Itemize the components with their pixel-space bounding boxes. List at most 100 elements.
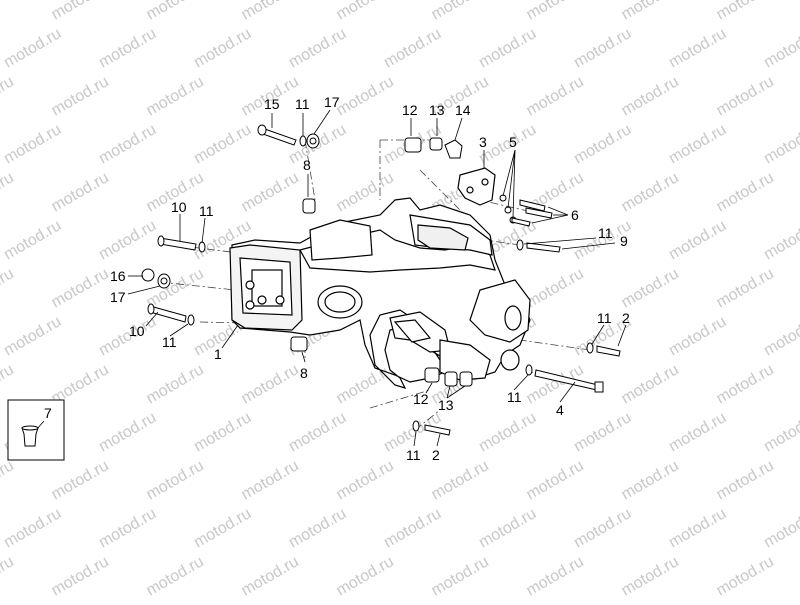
callout-8: 8 (300, 365, 308, 381)
watermark-text: motod.ru (666, 217, 729, 263)
bushing-icon (21, 427, 39, 447)
callout-4: 4 (556, 402, 564, 418)
watermark-text: motod.ru (761, 409, 800, 455)
callout-7: 7 (44, 405, 52, 421)
callout-17: 17 (110, 289, 126, 305)
watermark-text: motod.ru (619, 169, 682, 215)
callout-6: 6 (571, 207, 579, 223)
watermark-text: motod.ru (524, 553, 587, 599)
watermark-text: motod.ru (619, 0, 682, 23)
watermark-text: motod.ru (761, 505, 800, 551)
watermark-text: motod.ru (714, 361, 777, 407)
watermark-text: motod.ru (619, 361, 682, 407)
watermark-text: motod.ru (524, 73, 587, 119)
watermark-text: motod.ru (429, 457, 492, 503)
watermark-text: motod.ru (191, 121, 254, 167)
callout-11: 11 (597, 310, 612, 326)
watermark-text: motod.ru (286, 505, 349, 551)
watermark-text: motod.ru (144, 361, 207, 407)
callout-9: 9 (620, 233, 628, 249)
watermark-text: motod.ru (429, 0, 492, 23)
watermark-text: motod.ru (144, 553, 207, 599)
callout-15: 15 (264, 96, 280, 112)
watermark-text: motod.ru (286, 25, 349, 71)
watermark-text: motod.ru (0, 457, 17, 503)
watermark-text: motod.ru (49, 457, 112, 503)
watermark-text: motod.ru (1, 217, 64, 263)
watermark-text: motod.ru (714, 265, 777, 311)
watermark-text: motod.ru (144, 457, 207, 503)
watermark-text: motod.ru (49, 265, 112, 311)
callout-5: 5 (509, 134, 517, 150)
callout-3: 3 (479, 134, 487, 150)
watermark-text: motod.ru (96, 505, 159, 551)
watermark-text: motod.ru (476, 505, 539, 551)
callout-8: 8 (303, 157, 311, 173)
callout-12: 12 (413, 391, 429, 407)
watermark-text: motod.ru (1, 25, 64, 71)
watermark-text: motod.ru (571, 25, 634, 71)
fasteners (141, 124, 621, 436)
watermark-text: motod.ru (619, 553, 682, 599)
callout-10: 10 (171, 199, 187, 215)
watermark-text: motod.ru (666, 121, 729, 167)
watermark-text: motod.ru (96, 313, 159, 359)
callout-17: 17 (324, 94, 340, 110)
callout-16: 16 (110, 268, 126, 284)
watermark-text: motod.ru (571, 505, 634, 551)
watermark-text: motod.ru (761, 25, 800, 71)
watermark-text: motod.ru (49, 73, 112, 119)
watermark-text: motod.ru (191, 409, 254, 455)
callout-11: 11 (598, 225, 613, 241)
watermark-text: motod.ru (239, 553, 302, 599)
callout-2: 2 (622, 310, 630, 326)
watermark-text: motod.ru (524, 265, 587, 311)
watermark-text: motod.ru (191, 25, 254, 71)
watermark-text: motod.ru (524, 457, 587, 503)
watermark-text: motod.ru (476, 409, 539, 455)
watermark-text: motod.ru (666, 409, 729, 455)
watermark-text: motod.ru (96, 121, 159, 167)
callout-13: 13 (438, 397, 454, 413)
watermark-text: motod.ru (334, 361, 397, 407)
watermark-text: motod.ru (381, 505, 444, 551)
watermark-text: motod.ru (1, 121, 64, 167)
watermark-text: motod.ru (144, 0, 207, 23)
watermark-text: motod.ru (239, 457, 302, 503)
callout-11: 11 (507, 389, 522, 405)
watermark-text: motod.ru (429, 553, 492, 599)
watermark-text: motod.ru (239, 169, 302, 215)
callout-11: 11 (199, 203, 214, 219)
watermark-text: motod.ru (334, 73, 397, 119)
watermark-text: motod.ru (0, 73, 17, 119)
watermark-text: motod.ru (571, 121, 634, 167)
watermark-text: motod.ru (476, 25, 539, 71)
watermark-text: motod.ru (381, 25, 444, 71)
watermark-text: motod.ru (96, 217, 159, 263)
watermark-text: motod.ru (0, 169, 17, 215)
callout-10: 10 (129, 323, 145, 339)
watermark-text: motod.ru (334, 457, 397, 503)
watermark-text: motod.ru (49, 553, 112, 599)
callout-2: 2 (432, 447, 440, 463)
callout-14: 14 (455, 102, 471, 118)
watermark-text: motod.ru (714, 553, 777, 599)
watermark-text: motod.ru (286, 409, 349, 455)
watermark-text: motod.ru (239, 361, 302, 407)
watermark-text: motod.ru (334, 553, 397, 599)
watermark-text: motod.ru (144, 73, 207, 119)
watermark-text: motod.ru (761, 217, 800, 263)
watermark-text: motod.ru (96, 25, 159, 71)
watermark-text: motod.ru (666, 25, 729, 71)
watermark-text: motod.ru (761, 121, 800, 167)
watermark-text: motod.ru (619, 265, 682, 311)
watermark-text: motod.ru (666, 505, 729, 551)
callout-11: 11 (406, 447, 421, 463)
watermark-text: motod.ru (1, 313, 64, 359)
inset-part-7: 7 (7, 399, 65, 461)
watermark-text: motod.ru (524, 0, 587, 23)
watermark-text: motod.ru (239, 0, 302, 23)
motorcycle-frame (229, 167, 531, 389)
callout-11: 11 (162, 334, 177, 350)
